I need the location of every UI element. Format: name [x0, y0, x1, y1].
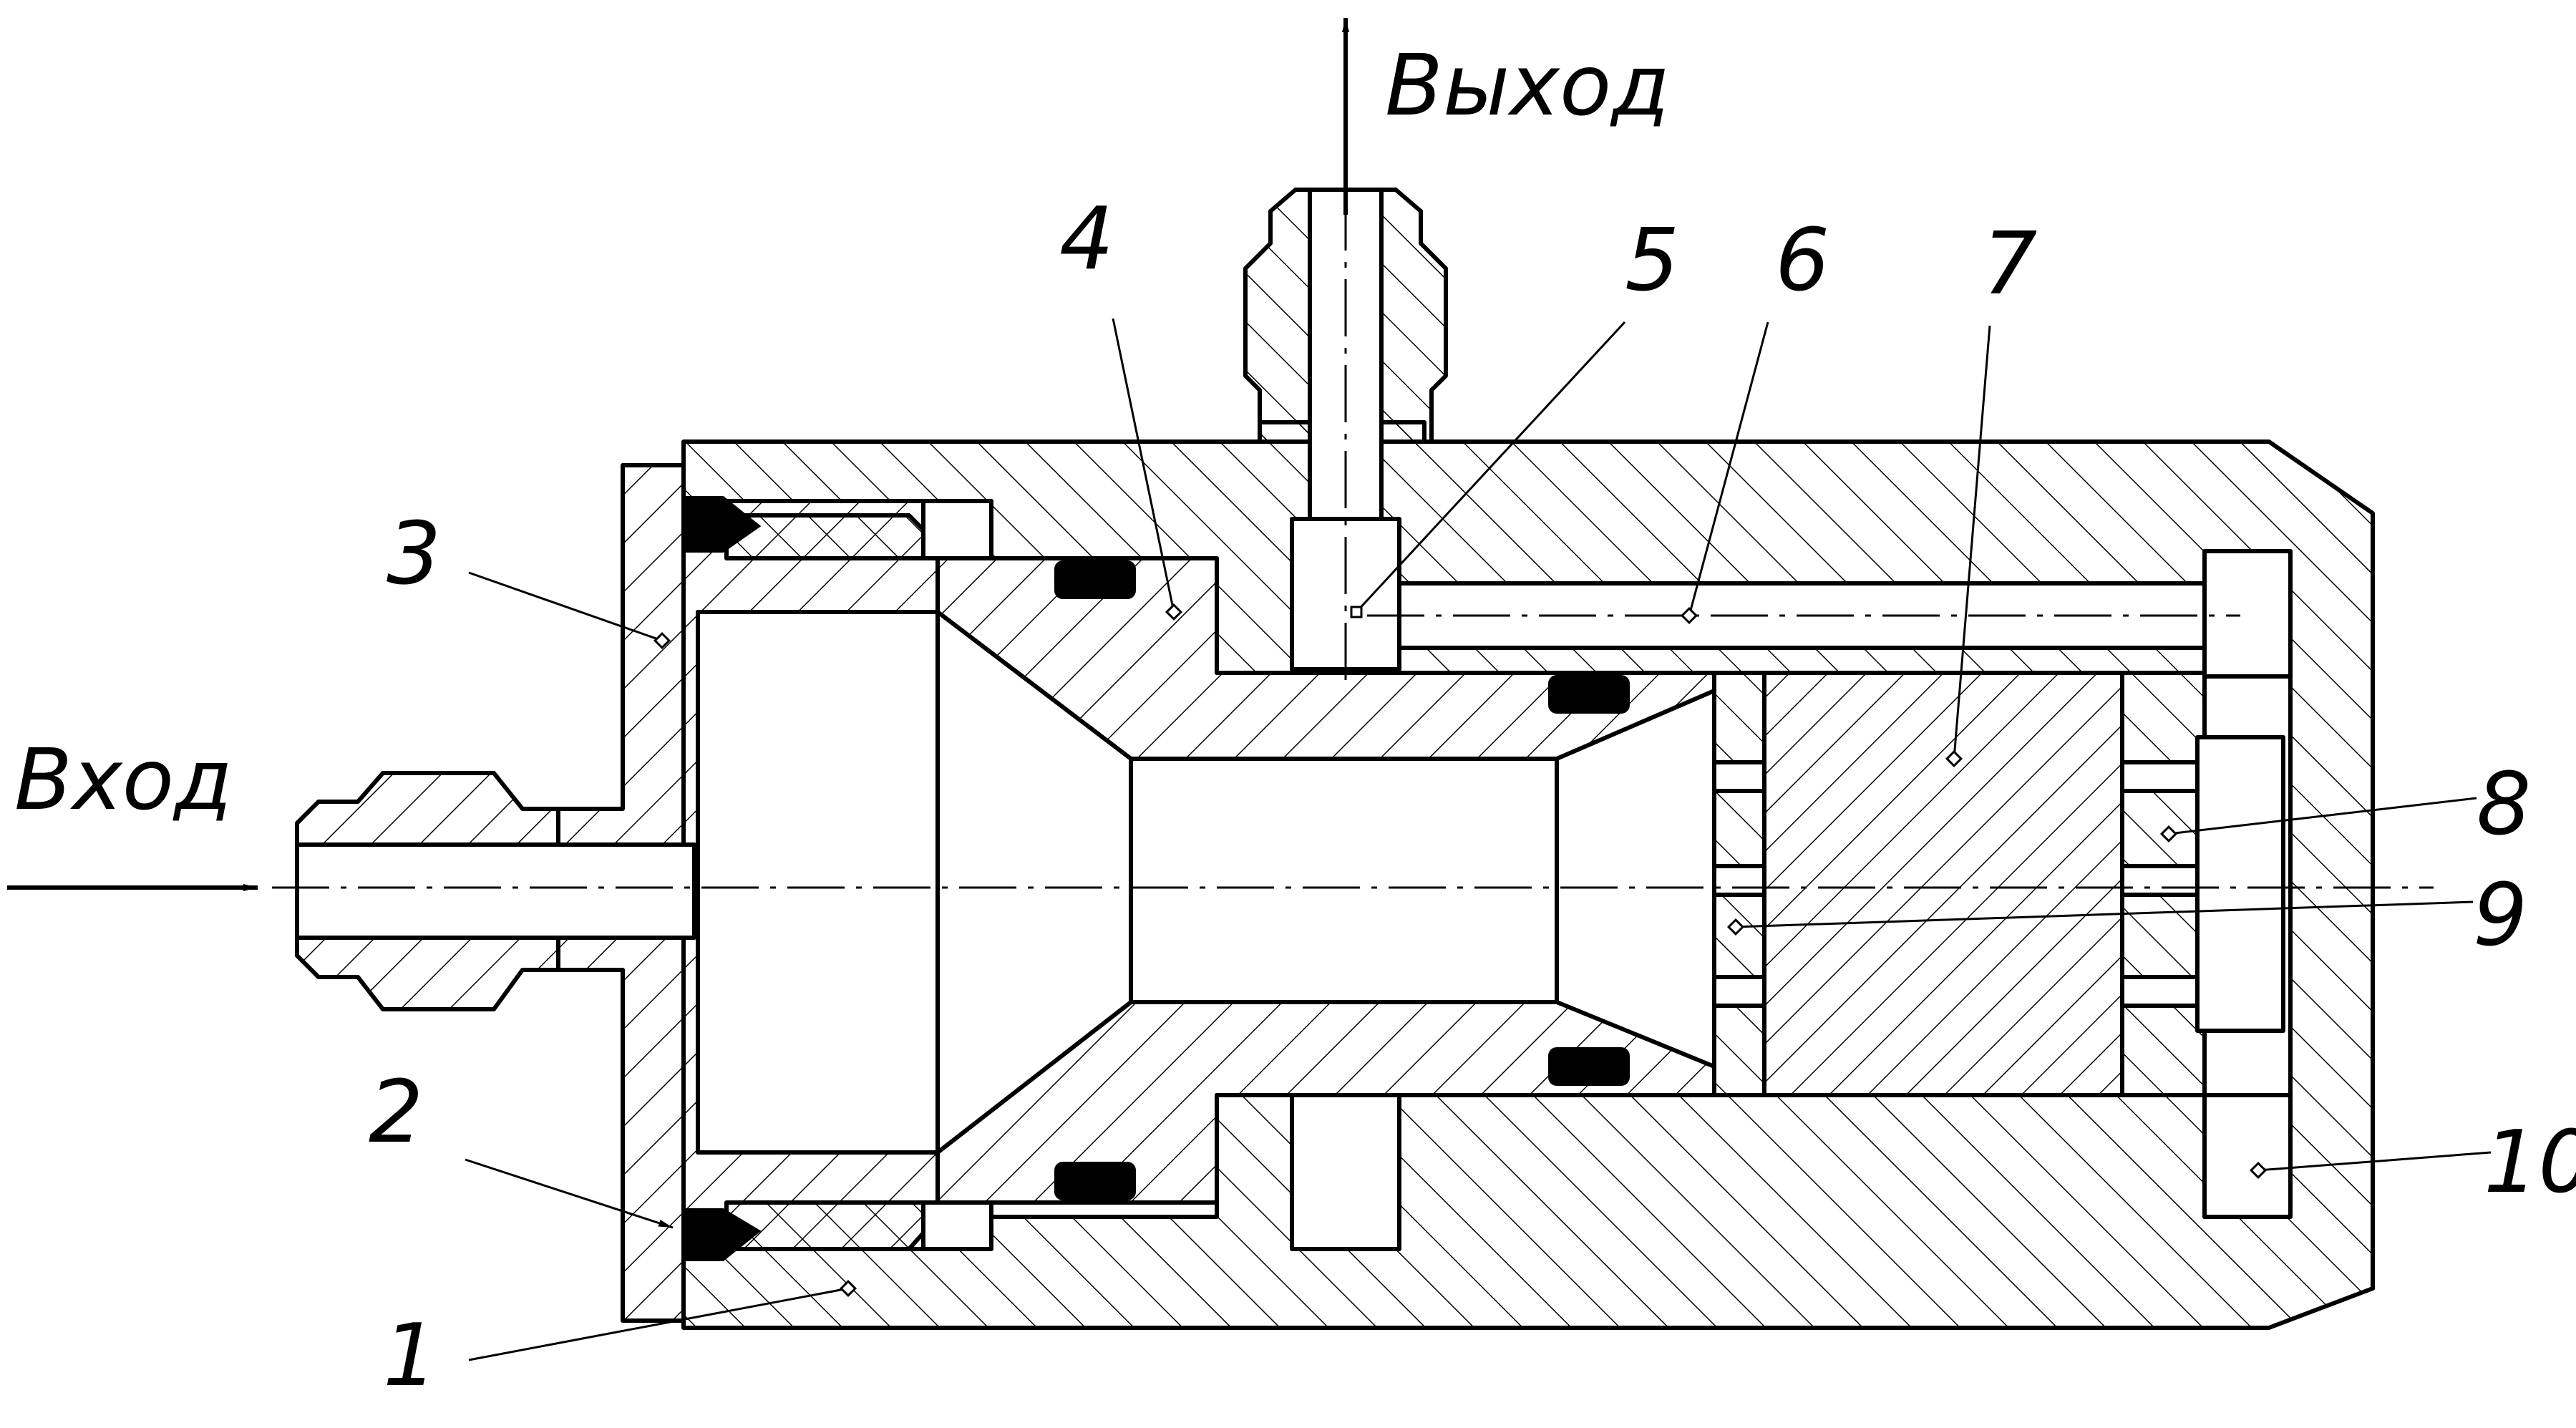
part-label-1: 1	[383, 1306, 437, 1406]
nozzle-insert	[724, 499, 1716, 1251]
inlet-cap	[556, 463, 940, 1323]
side-channel	[1290, 549, 2293, 1251]
filter-cartridge	[1712, 671, 2285, 1097]
part-label-4: 4	[1059, 190, 1114, 289]
part-label-2: 2	[369, 1063, 423, 1162]
part-label-9: 9	[2473, 866, 2527, 966]
part-label-8: 8	[2477, 755, 2531, 855]
leader-lines	[465, 318, 2492, 1361]
spacer-ribs	[1712, 760, 2200, 1008]
reference-markers	[653, 603, 2268, 1298]
part-label-6: 6	[1775, 211, 1829, 311]
part-label-5: 5	[1625, 211, 1679, 311]
inlet-fitting	[295, 771, 696, 1011]
part-label-10: 10	[2484, 1113, 2576, 1213]
part-label-7: 7	[1983, 215, 2037, 314]
inlet-label: Вход	[14, 730, 233, 829]
part-label-3: 3	[387, 505, 441, 604]
seal-rings	[682, 496, 1630, 1261]
part-numbers: 1 2 3 4 5 6 7 8 9 10	[369, 190, 2576, 1406]
outlet-label: Выход	[1385, 36, 1670, 135]
